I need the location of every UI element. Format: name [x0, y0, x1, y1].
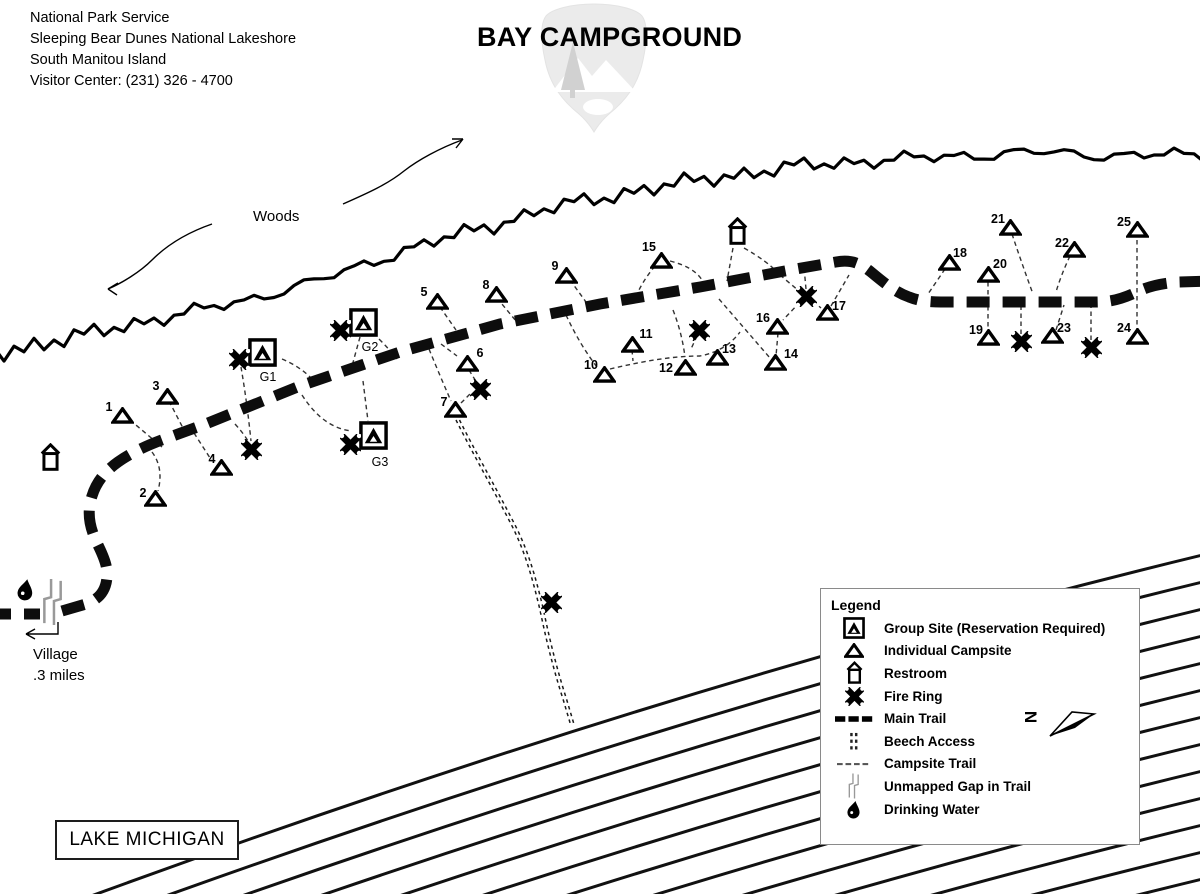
flow-arrows: [107, 138, 464, 296]
legend-box: Legend Group Site (Reservation Required)…: [820, 588, 1140, 845]
legend-item-label: Fire Ring: [884, 688, 943, 704]
beech-access-trail: [455, 419, 572, 727]
gap-icon: [835, 773, 873, 799]
legend-item-campsite: Individual Campsite: [821, 640, 1139, 663]
woods-boundary-line: [0, 146, 1200, 363]
agency-line: National Park Service: [30, 10, 170, 26]
fire-ring-icon: [835, 686, 873, 706]
lake-water-lines: [92, 554, 1200, 894]
legend-rows: Group Site (Reservation Required) Individ…: [821, 617, 1139, 820]
visitor-center-line: Visitor Center: (231) 326 - 4700: [30, 73, 233, 89]
legend-title: Legend: [831, 597, 881, 613]
legend-item-campsite-trail: Campsite Trail: [821, 753, 1139, 776]
legend-item-label: Campsite Trail: [884, 756, 977, 772]
legend-item-label: Restroom: [884, 665, 948, 681]
legend-item-beech-access: Beech Access: [821, 730, 1139, 753]
main-trail-path: [0, 255, 1200, 620]
main-trail-icon: [835, 714, 873, 724]
north-label: N: [1021, 710, 1041, 724]
page-title: BAY CAMPGROUND: [477, 22, 743, 52]
campsite-trails: [129, 233, 1138, 492]
lake-michigan-label: LAKE MICHIGAN: [55, 820, 239, 860]
campsite-trail-icon: [835, 762, 873, 766]
legend-item-label: Drinking Water: [884, 801, 980, 817]
legend-item-label: Individual Campsite: [884, 643, 1012, 659]
legend-item-restroom: Restroom: [821, 661, 1139, 685]
water-icon: [835, 800, 873, 819]
island-line: South Manitou Island: [30, 52, 167, 68]
legend-item-label: Group Site (Reservation Required): [884, 620, 1106, 636]
legend-item-fire-ring: Fire Ring: [821, 685, 1139, 708]
north-arrow-icon: [1049, 711, 1097, 737]
legend-item-group-site: Group Site (Reservation Required): [821, 617, 1139, 640]
legend-item-water: Drinking Water: [821, 798, 1139, 821]
legend-item-label: Unmapped Gap in Trail: [884, 778, 1032, 794]
woods-label: Woods: [253, 208, 300, 225]
agency-header: National Park Service Sleeping Bear Dune…: [30, 8, 296, 92]
village-label: Village .3 miles: [33, 646, 85, 684]
park-line: Sleeping Bear Dunes National Lakeshore: [30, 31, 297, 47]
legend-item-label: Beech Access: [884, 733, 976, 749]
campsite-icon: [835, 643, 873, 659]
village-arrow: [25, 622, 59, 640]
beech-access-icon: [835, 732, 873, 751]
group-site-icon: [835, 617, 873, 640]
legend-item-label: Main Trail: [884, 711, 947, 727]
legend-item-gap: Unmapped Gap in Trail: [821, 773, 1139, 799]
restroom-icon: [835, 661, 873, 685]
beech-access-trail-2: [458, 419, 576, 727]
legend-item-main-trail: Main Trail: [821, 707, 1139, 730]
